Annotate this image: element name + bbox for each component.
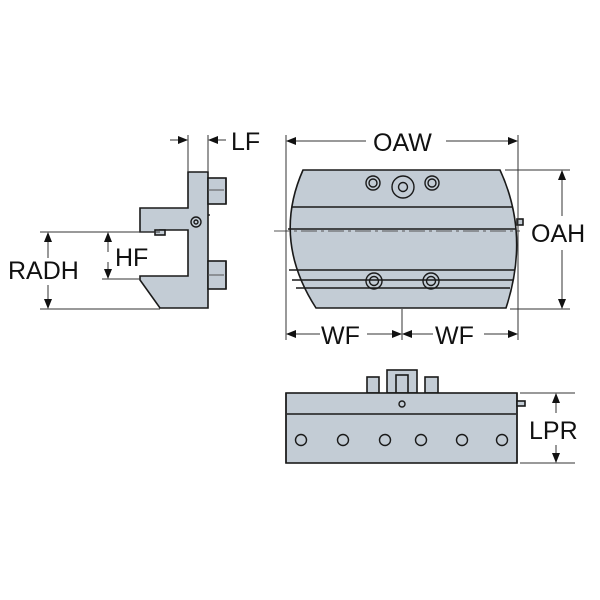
hf-radh-dimension bbox=[40, 231, 160, 310]
bottom-screws bbox=[365, 272, 440, 290]
hf-label: HF bbox=[115, 244, 148, 272]
wf-dimension bbox=[286, 309, 518, 340]
bottom-view-holes bbox=[294, 433, 509, 447]
lpr-label: LPR bbox=[529, 417, 578, 445]
oah-label: OAH bbox=[531, 220, 585, 248]
lf-label: LF bbox=[231, 128, 260, 156]
top-screws bbox=[365, 175, 440, 199]
radh-label: RADH bbox=[8, 257, 79, 285]
bottom-view bbox=[285, 369, 526, 464]
lpr-dimension bbox=[520, 392, 575, 464]
side-view-screw-icon bbox=[190, 216, 202, 228]
oaw-label: OAW bbox=[373, 129, 432, 157]
side-view-top-clamp bbox=[207, 177, 227, 205]
front-view bbox=[274, 169, 524, 309]
bottom-view-body bbox=[285, 392, 518, 464]
side-view-body bbox=[139, 171, 209, 309]
front-view-body bbox=[289, 169, 518, 309]
wf-left-label: WF bbox=[321, 322, 360, 350]
side-view bbox=[139, 171, 227, 309]
oah-dimension bbox=[505, 169, 570, 310]
lf-dimension bbox=[170, 135, 226, 172]
wf-right-label: WF bbox=[435, 322, 474, 350]
oaw-dimension bbox=[285, 135, 519, 340]
